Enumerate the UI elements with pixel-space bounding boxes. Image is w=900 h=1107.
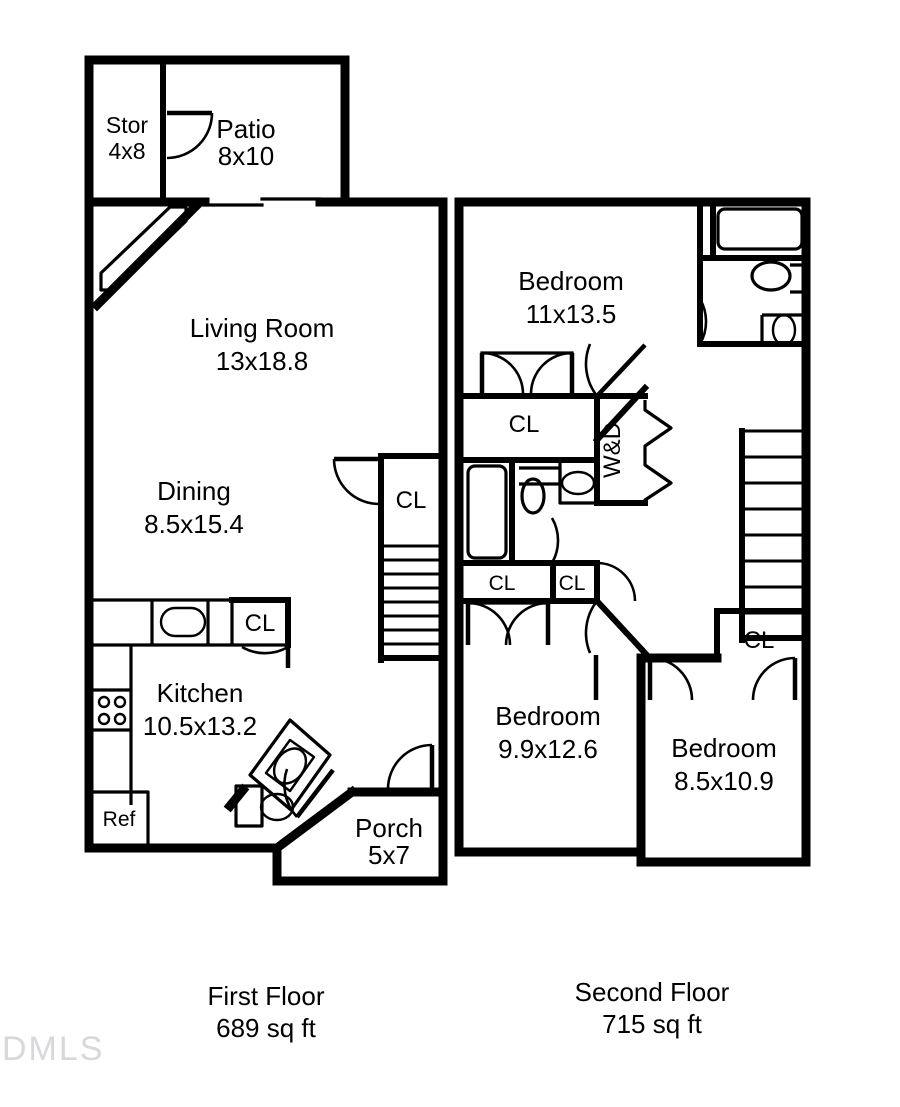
appliance-label-refrigerator: Ref	[103, 808, 136, 831]
room-dims-bedroom-three: 8.5x10.9	[674, 766, 774, 796]
closet-kitchen-cl: CL	[229, 597, 291, 648]
first-floor-outline	[84, 197, 448, 853]
mls-watermark: DMLS	[2, 1030, 105, 1068]
room-kitchen: Kitchen 10.5x13.2	[143, 678, 257, 741]
room-label-kitchen: Kitchen	[157, 678, 244, 708]
closet-label-master: CL	[509, 411, 540, 438]
porch: Porch 5x7	[270, 785, 448, 886]
closet-label-bedroom-three: CL	[744, 627, 775, 654]
washer-dryer-closet: W&D	[594, 393, 673, 506]
door-dining-closet	[332, 456, 380, 506]
room-bedroom-two: Bedroom 9.9x12.6	[495, 701, 601, 764]
door-kitchen-closet	[241, 645, 291, 668]
closet-label-dining: CL	[396, 487, 427, 514]
closet-master-cl: CL	[458, 393, 600, 463]
closet-hall-right: CL	[550, 560, 600, 604]
room-bedroom-master: Bedroom 11x13.5	[518, 266, 624, 329]
room-label-living-room: Living Room	[190, 313, 335, 343]
closet-label-hall-left: CL	[489, 572, 516, 595]
room-label-dining: Dining	[157, 476, 231, 506]
room-label-bedroom-three: Bedroom	[671, 733, 777, 763]
kitchen-sink	[159, 606, 207, 638]
room-stor: Stor 4x8	[106, 112, 149, 164]
staircase-first-floor	[378, 543, 444, 663]
room-label-bedroom-two: Bedroom	[495, 701, 601, 731]
room-patio: Patio 8x10	[216, 114, 275, 171]
room-label-stor: Stor	[106, 112, 149, 138]
door-master-closet	[479, 351, 575, 395]
door-hall-right-closet	[594, 561, 637, 602]
closet-dining-cl: CL	[378, 453, 446, 549]
master-bathroom	[697, 201, 809, 347]
door-powder-room	[283, 768, 335, 819]
door-stor	[166, 110, 214, 160]
door-hall-bathroom	[550, 517, 597, 566]
door-hall-left-closet	[465, 601, 551, 646]
room-dims-living-room: 13x18.8	[216, 346, 309, 376]
room-dims-kitchen: 10.5x13.2	[143, 711, 257, 741]
room-label-bedroom-master: Bedroom	[518, 266, 624, 296]
closet-label-hall-right: CL	[559, 572, 586, 595]
living-room-diagonal-closet	[99, 205, 188, 292]
room-dims-bedroom-two: 9.9x12.6	[498, 734, 598, 764]
room-label-patio: Patio	[216, 114, 275, 144]
door-front-entry	[386, 743, 435, 790]
room-dims-patio: 8x10	[218, 141, 274, 171]
caption-title-second-floor: Second Floor	[575, 977, 730, 1007]
refrigerator: Ref	[92, 790, 150, 848]
range-cooktop	[97, 695, 127, 726]
hall-angled-wall	[584, 343, 650, 445]
door-master-bathroom	[698, 298, 745, 347]
caption-area-second-floor: 715 sq ft	[602, 1009, 703, 1039]
caption-title-first-floor: First Floor	[208, 981, 325, 1011]
door-bedroom-three	[647, 656, 798, 701]
caption-area-first-floor: 689 sq ft	[216, 1013, 317, 1043]
hall-bathroom	[458, 457, 600, 566]
room-dims-dining: 8.5x15.4	[144, 509, 244, 539]
closet-bedroom-three-cl: CL	[714, 608, 809, 661]
room-dims-stor: 4x8	[108, 138, 145, 164]
powder-room	[223, 718, 332, 828]
hall-lower-angled-wall	[584, 596, 650, 658]
first-floor-caption: First Floor 689 sq ft	[208, 981, 325, 1043]
first-floor-plan: Stor 4x8 Patio 8x10	[84, 55, 448, 1043]
room-bedroom-three: Bedroom 8.5x10.9	[671, 733, 777, 796]
second-floor-outline	[454, 197, 811, 867]
room-label-porch: Porch	[355, 813, 423, 843]
closet-label-kitchen: CL	[245, 610, 276, 637]
room-living-room: Living Room 13x18.8	[190, 313, 335, 376]
closet-hall-left: CL	[458, 560, 556, 604]
room-dims-bedroom-master: 11x13.5	[526, 299, 617, 329]
second-floor-plan: Bedroom 11x13.5	[454, 197, 811, 1039]
room-dims-porch: 5x7	[368, 840, 410, 870]
room-dining: Dining 8.5x15.4	[144, 476, 244, 539]
second-floor-caption: Second Floor 715 sq ft	[575, 977, 730, 1039]
